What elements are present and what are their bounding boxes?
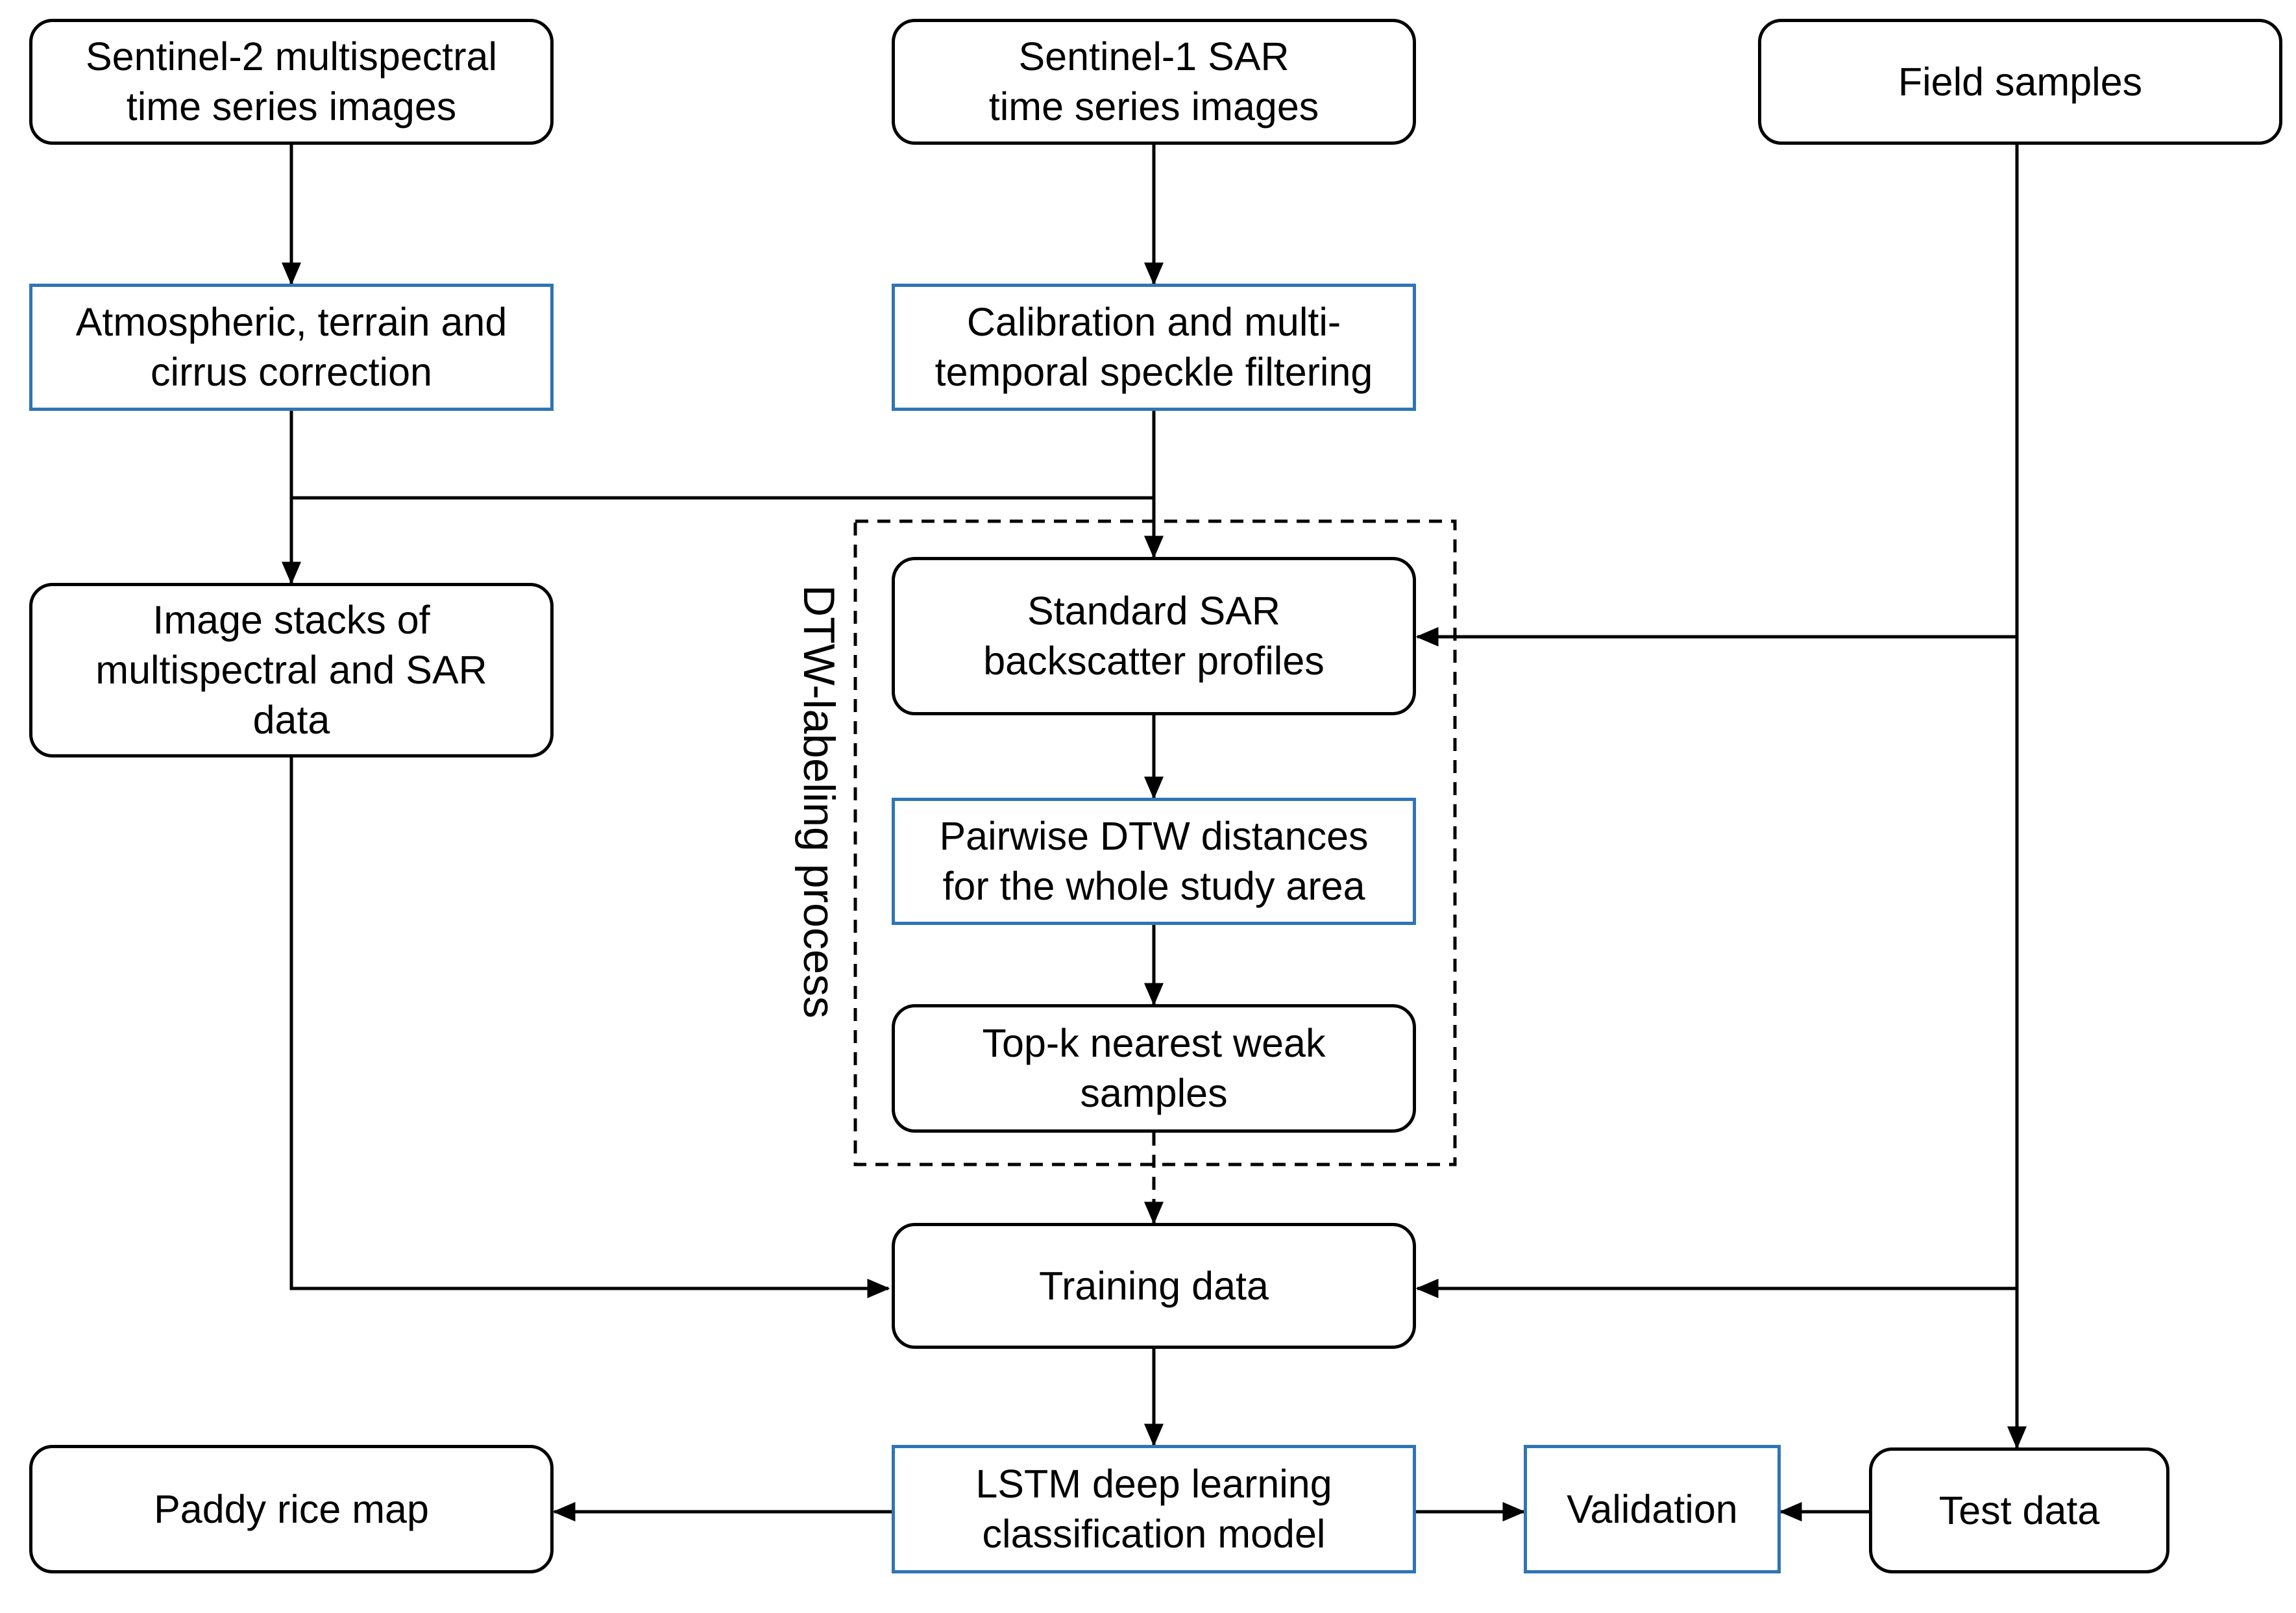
- field-samples-node: Field samples: [1758, 19, 2282, 145]
- node-text-line: Sentinel-2 multispectral: [85, 34, 497, 79]
- node-text-line: temporal speckle filtering: [934, 350, 1373, 394]
- sentinel1-images-node: Sentinel-1 SAR time series images: [892, 19, 1416, 145]
- dtw-labeling-group-label: DTW-labeling process: [794, 585, 844, 1018]
- node-text-line: Training data: [1039, 1263, 1269, 1308]
- node-text-line: time series images: [988, 84, 1319, 129]
- paddy-rice-map-node: Paddy rice map: [29, 1445, 554, 1573]
- node-text-line: Pairwise DTW distances: [939, 814, 1369, 858]
- node-text-line: Top-k nearest weak: [982, 1021, 1326, 1065]
- node-text-line: cirrus correction: [151, 350, 432, 394]
- calibration-filtering-node: Calibration and multi- temporal speckle …: [892, 284, 1416, 411]
- node-text-line: LSTM deep learning: [975, 1462, 1332, 1506]
- sentinel2-images-node: Sentinel-2 multispectral time series ima…: [29, 19, 554, 145]
- node-text-line: classification model: [982, 1512, 1326, 1556]
- test-data-node: Test data: [1869, 1447, 2169, 1573]
- lstm-model-node: LSTM deep learning classification model: [892, 1445, 1416, 1573]
- pairwise-dtw-distances-node: Pairwise DTW distances for the whole stu…: [892, 798, 1416, 925]
- node-text-line: samples: [1080, 1071, 1228, 1115]
- node-text-line: Field samples: [1898, 59, 2143, 104]
- node-text-line: time series images: [126, 84, 457, 129]
- validation-node: Validation: [1524, 1445, 1781, 1573]
- atmospheric-correction-node: Atmospheric, terrain and cirrus correcti…: [29, 284, 554, 411]
- node-text-line: backscatter profiles: [983, 639, 1325, 683]
- node-text-line: multispectral and SAR: [95, 648, 487, 692]
- arrow-stacks-to-training: [289, 757, 890, 1298]
- training-data-node: Training data: [892, 1223, 1416, 1349]
- dtw-labeling-group-boundary: [853, 519, 1457, 1166]
- node-text-line: Paddy rice map: [154, 1486, 429, 1531]
- node-text-line: Standard SAR: [1027, 589, 1280, 633]
- standard-sar-profiles-node: Standard SAR backscatter profiles: [892, 557, 1416, 715]
- node-text-line: data: [252, 698, 330, 742]
- node-text-line: Validation: [1567, 1486, 1738, 1531]
- node-text-line: Atmospheric, terrain and: [75, 300, 507, 344]
- node-text-line: Sentinel-1 SAR: [1018, 34, 1289, 79]
- node-text-line: Calibration and multi-: [966, 300, 1341, 344]
- node-text-line: Test data: [1938, 1488, 2100, 1533]
- top-k-weak-samples-node: Top-k nearest weak samples: [892, 1004, 1416, 1133]
- image-stacks-node: Image stacks of multispectral and SAR da…: [29, 583, 554, 757]
- node-text-line: for the whole study area: [942, 864, 1365, 908]
- node-text-line: Image stacks of: [153, 598, 430, 642]
